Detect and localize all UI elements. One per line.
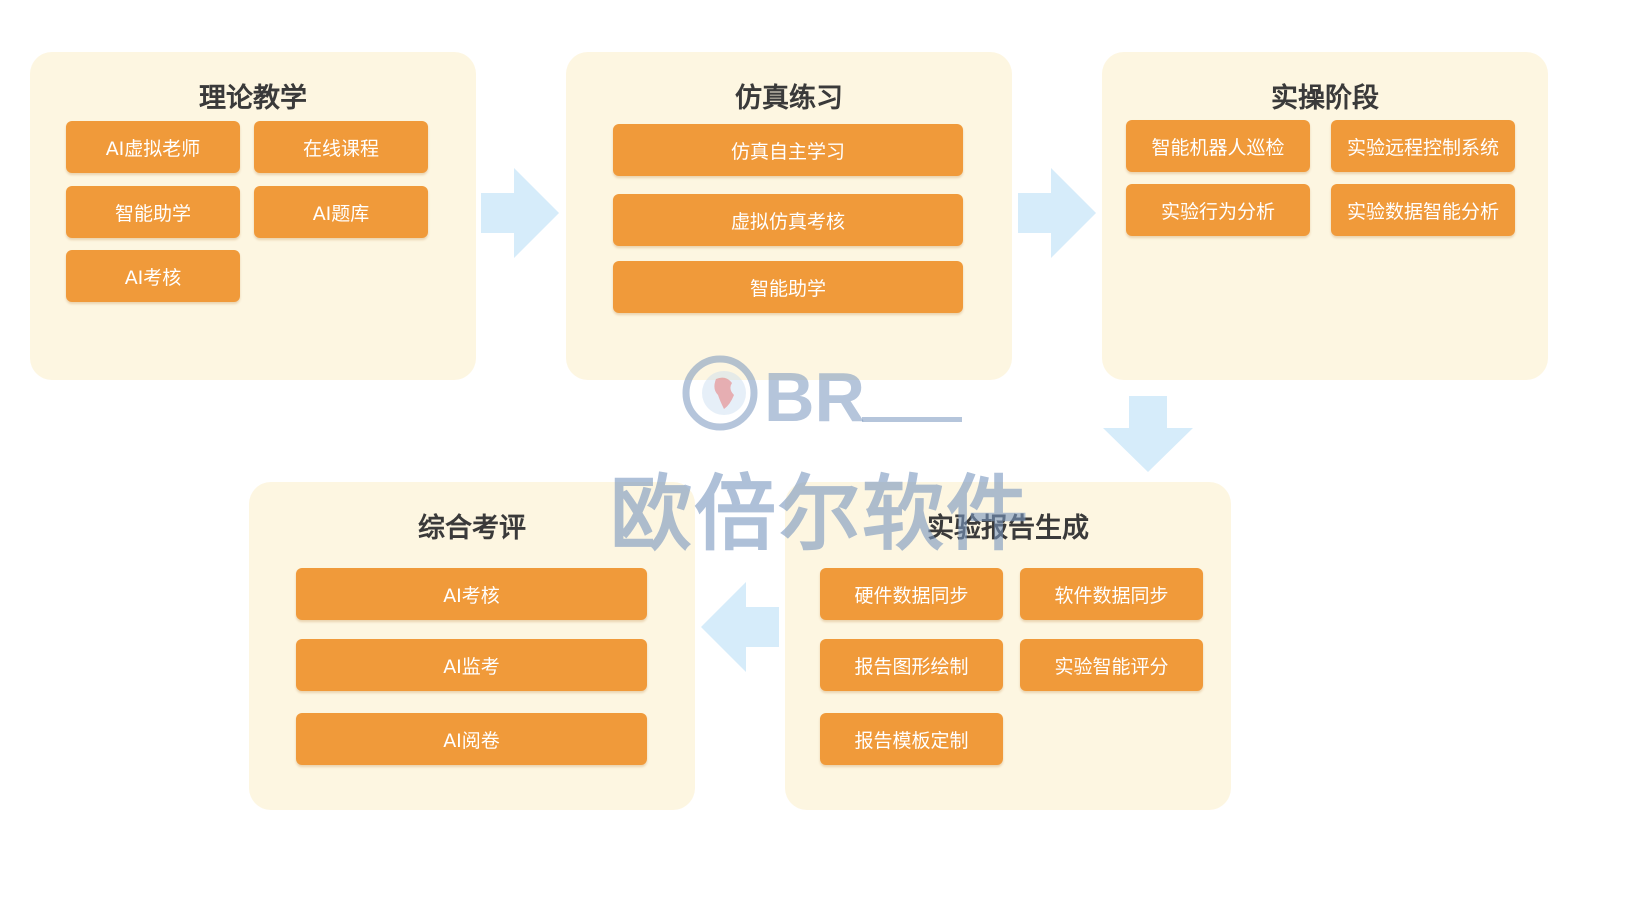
stage-panel-report: 实验报告生成 硬件数据同步 软件数据同步 报告图形绘制 实验智能评分 报告模板定… bbox=[785, 482, 1231, 810]
stage-title-theory: 理论教学 bbox=[199, 83, 307, 114]
arrow-right-icon bbox=[1018, 168, 1096, 258]
stage-panel-simulation: 仿真练习 仿真自主学习 虚拟仿真考核 智能助学 bbox=[566, 52, 1012, 380]
theory-item-ai-teacher[interactable]: AI虚拟老师 bbox=[66, 121, 240, 173]
practice-item-remote-control[interactable]: 实验远程控制系统 bbox=[1331, 120, 1515, 172]
report-item-hardware-sync[interactable]: 硬件数据同步 bbox=[820, 568, 1003, 620]
evaluation-item-ai-proctor[interactable]: AI监考 bbox=[296, 639, 647, 691]
theory-item-ai-exam[interactable]: AI考核 bbox=[66, 250, 240, 302]
stage-panel-theory: 理论教学 AI虚拟老师 在线课程 智能助学 AI题库 AI考核 bbox=[30, 52, 476, 380]
stage-panel-practice: 实操阶段 智能机器人巡检 实验远程控制系统 实验行为分析 实验数据智能分析 bbox=[1102, 52, 1548, 380]
report-item-software-sync[interactable]: 软件数据同步 bbox=[1020, 568, 1203, 620]
theory-item-smart-assist[interactable]: 智能助学 bbox=[66, 186, 240, 238]
arrow-left-icon bbox=[701, 582, 779, 672]
theory-item-ai-question-bank[interactable]: AI题库 bbox=[254, 186, 428, 238]
stage-panel-evaluation: 综合考评 AI考核 AI监考 AI阅卷 bbox=[249, 482, 695, 810]
stage-title-evaluation: 综合考评 bbox=[418, 513, 526, 544]
simulation-item-self-study[interactable]: 仿真自主学习 bbox=[613, 124, 963, 176]
theory-item-online-course[interactable]: 在线课程 bbox=[254, 121, 428, 173]
report-item-template-custom[interactable]: 报告模板定制 bbox=[820, 713, 1003, 765]
evaluation-item-ai-grading[interactable]: AI阅卷 bbox=[296, 713, 647, 765]
stage-title-practice: 实操阶段 bbox=[1271, 83, 1379, 114]
simulation-item-smart-assist[interactable]: 智能助学 bbox=[613, 261, 963, 313]
arrow-down-icon bbox=[1103, 396, 1193, 472]
report-item-smart-scoring[interactable]: 实验智能评分 bbox=[1020, 639, 1203, 691]
stage-title-report: 实验报告生成 bbox=[927, 513, 1089, 544]
simulation-item-virtual-exam[interactable]: 虚拟仿真考核 bbox=[613, 194, 963, 246]
practice-item-robot-inspection[interactable]: 智能机器人巡检 bbox=[1126, 120, 1310, 172]
evaluation-item-ai-exam[interactable]: AI考核 bbox=[296, 568, 647, 620]
report-item-chart-drawing[interactable]: 报告图形绘制 bbox=[820, 639, 1003, 691]
practice-item-data-analysis[interactable]: 实验数据智能分析 bbox=[1331, 184, 1515, 236]
practice-item-behavior-analysis[interactable]: 实验行为分析 bbox=[1126, 184, 1310, 236]
stage-title-simulation: 仿真练习 bbox=[735, 83, 843, 114]
arrow-right-icon bbox=[481, 168, 559, 258]
